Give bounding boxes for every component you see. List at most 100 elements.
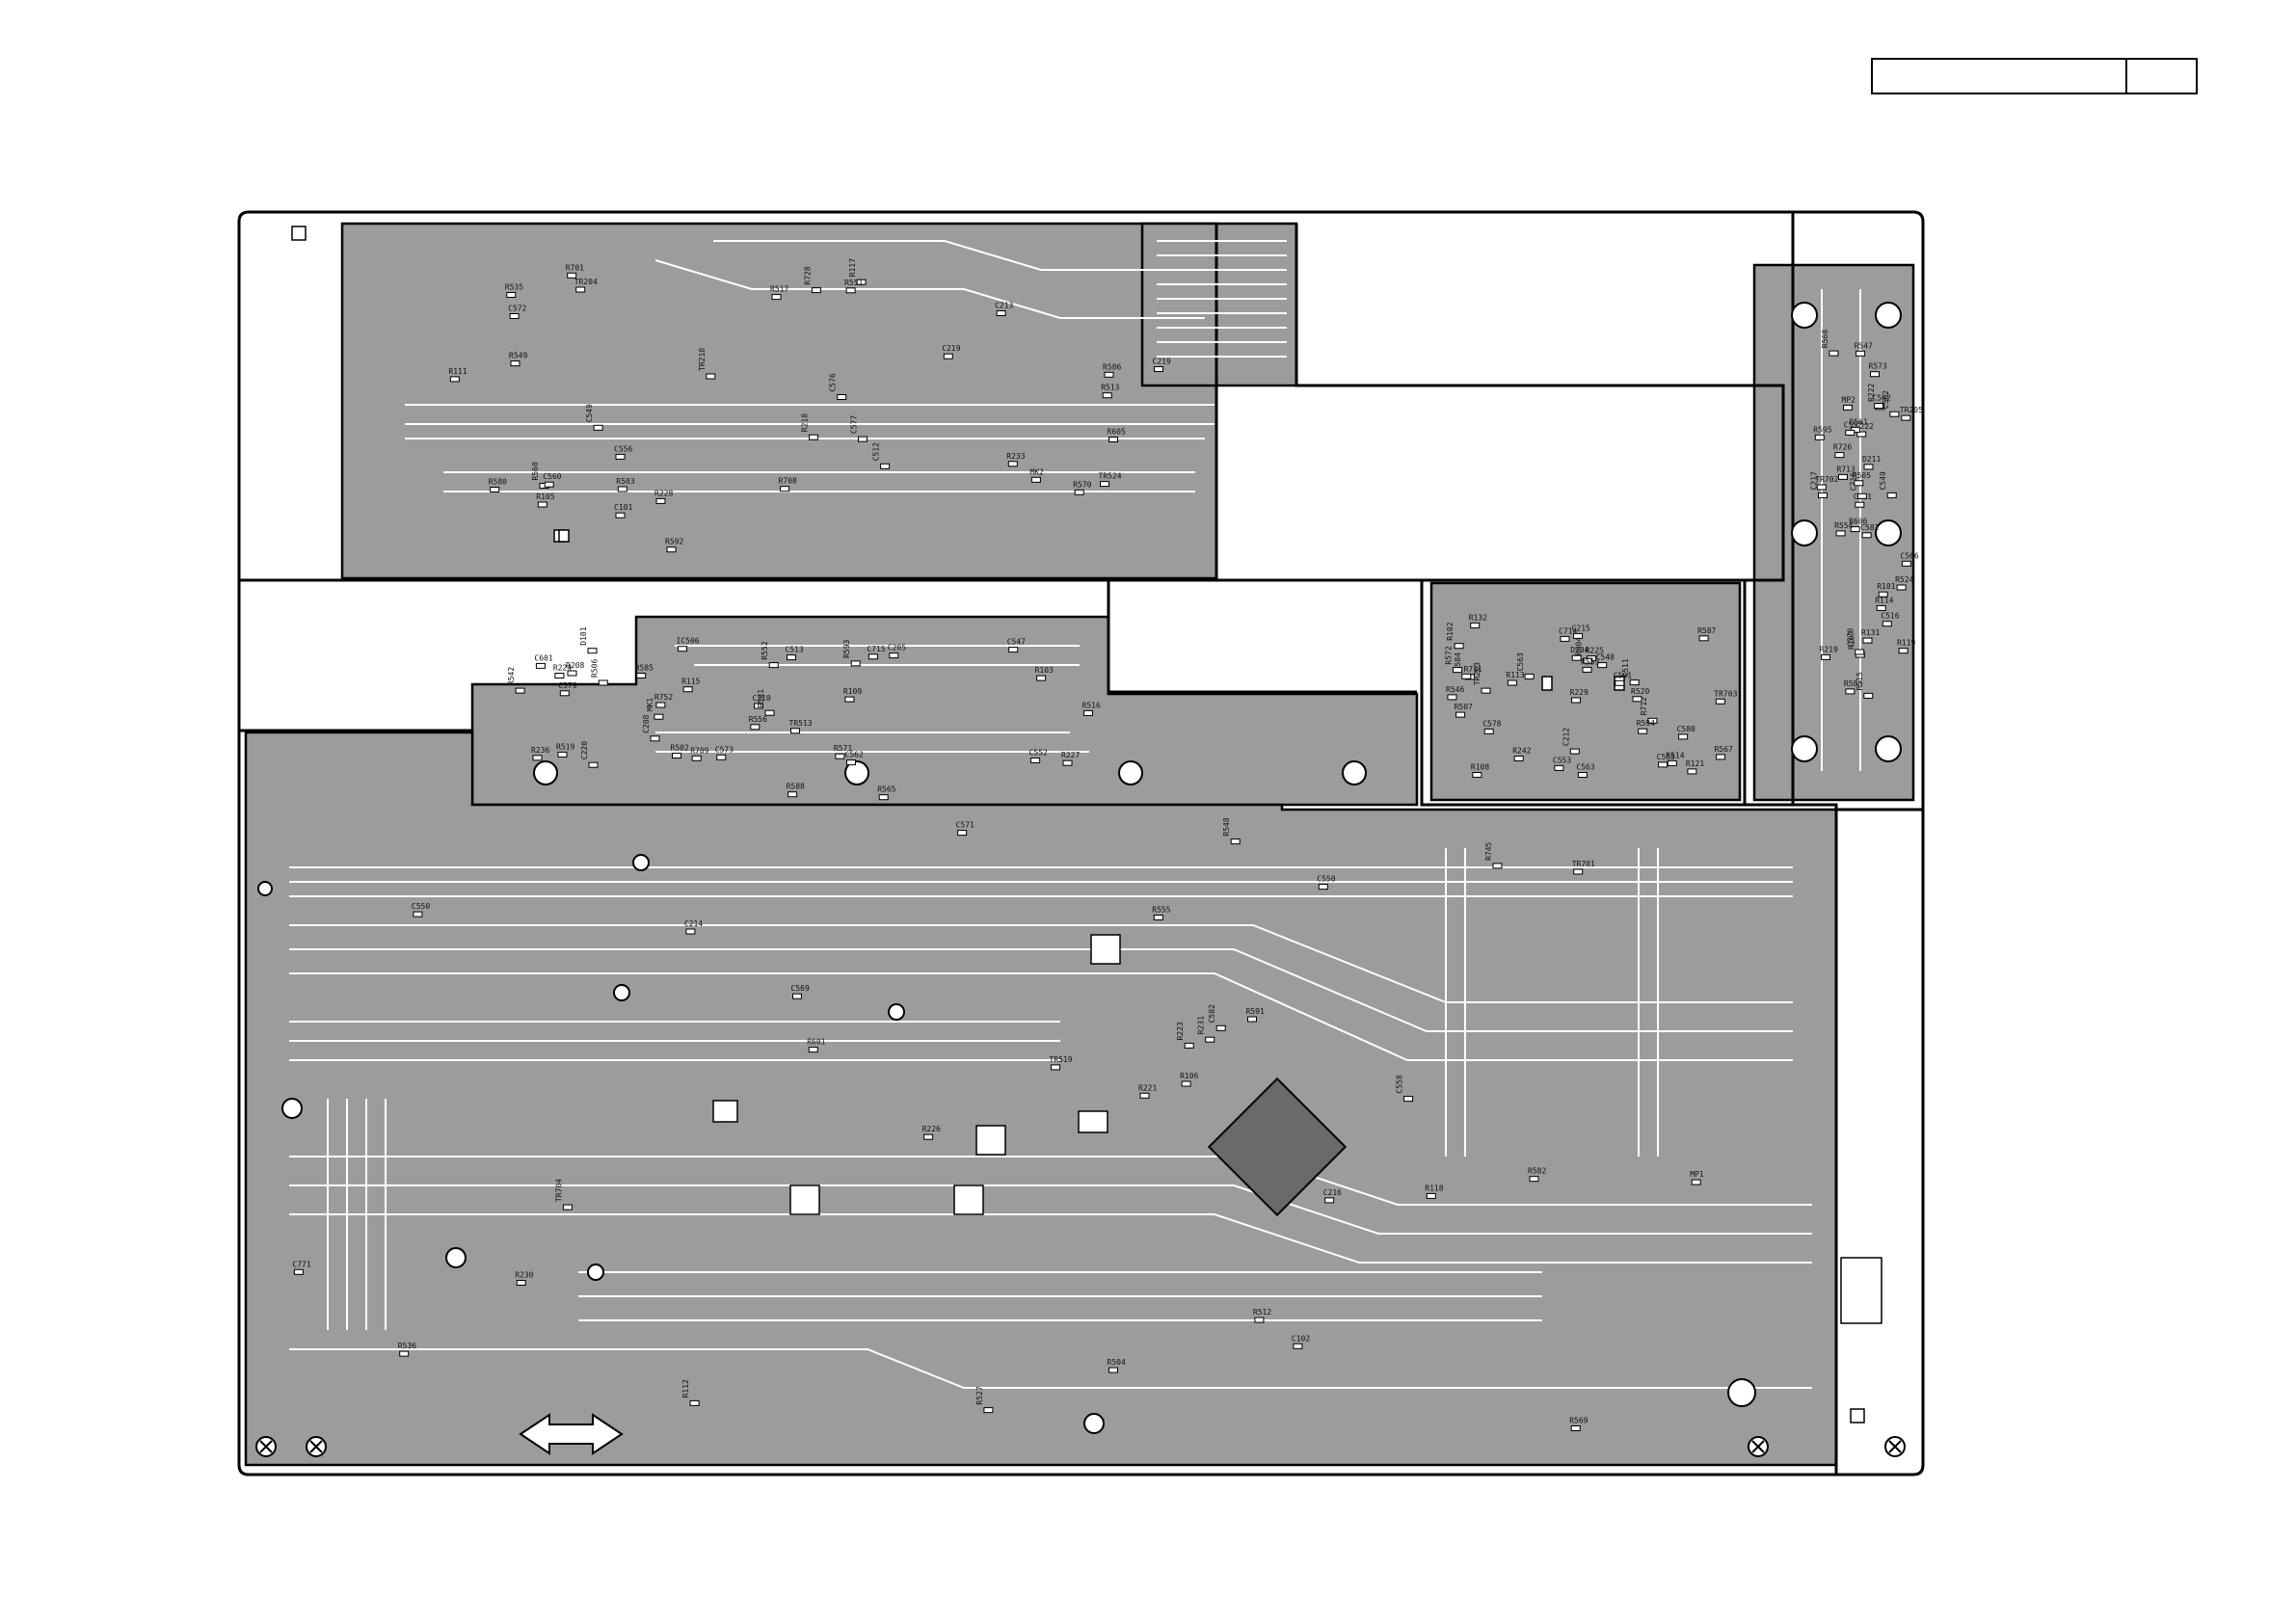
mounting-hole-icon: [1875, 519, 1902, 546]
smd-pad: [1318, 884, 1328, 891]
smd-pad: [1638, 728, 1648, 734]
mounting-hole-icon: [587, 1264, 604, 1281]
smd-pad: [1062, 759, 1073, 766]
component-label: R570: [1073, 480, 1091, 489]
smd-pad: [856, 279, 867, 285]
title-block: [1871, 58, 2198, 94]
smd-pad: [1829, 350, 1839, 357]
smd-pad: [1470, 622, 1481, 628]
smd-pad: [1205, 1036, 1215, 1043]
smd-pad: [768, 662, 779, 669]
smd-pad: [780, 486, 790, 492]
component-label: C549: [585, 404, 594, 422]
smd-pad: [615, 453, 626, 460]
component-label: TR210: [698, 348, 707, 371]
smd-pad: [837, 394, 847, 400]
component-label: R236: [531, 746, 549, 755]
smd-pad: [983, 1407, 994, 1414]
smd-pad: [587, 648, 598, 654]
component-label: C563: [1576, 763, 1594, 772]
smd-pad: [716, 754, 727, 760]
smd-pad: [1153, 915, 1163, 920]
component-label: R546: [1446, 685, 1464, 694]
smd-pad: [1845, 688, 1855, 695]
smd-pad: [1834, 452, 1845, 459]
smd-pad: [1030, 758, 1041, 763]
smd-pad: [1861, 532, 1872, 539]
smd-pad: [1658, 761, 1669, 768]
component-label: R593: [842, 639, 851, 657]
smd-pad: [792, 993, 802, 999]
smd-pad: [1074, 489, 1084, 495]
component-label: R712: [1640, 697, 1648, 715]
component-label: R604: [1575, 637, 1584, 655]
smd-pad: [1104, 371, 1114, 378]
smd-pad: [685, 928, 696, 935]
component-label: R728: [803, 266, 812, 284]
component-label: R713: [1837, 465, 1855, 473]
component-label: R103: [1035, 666, 1054, 675]
component-label: R701: [566, 263, 584, 272]
component-label: C576: [829, 373, 838, 391]
smd-pad: [1083, 709, 1093, 716]
smd-pad: [1560, 635, 1570, 642]
smd-pad: [1838, 473, 1848, 480]
component-label: C216: [1323, 1188, 1342, 1197]
component-label: C205: [888, 644, 906, 652]
component-label: TR524: [1099, 472, 1122, 481]
component-label: R520: [1631, 687, 1649, 696]
smd-pad: [636, 673, 647, 678]
component-label: R230: [515, 1271, 533, 1280]
component-label: R752: [654, 693, 673, 702]
smd-pad: [1855, 501, 1865, 508]
component-label: C550: [1317, 875, 1335, 884]
smd-pad: [1896, 584, 1907, 591]
smd-pad: [1426, 1192, 1436, 1199]
component-label: R108: [1471, 763, 1489, 772]
smd-pad: [1492, 863, 1503, 869]
component-label: R548: [1222, 817, 1231, 836]
section-dividers: [239, 212, 1923, 1475]
smd-pad: [923, 1133, 934, 1140]
smd-pad: [510, 360, 521, 367]
component-label: TR513: [789, 719, 813, 728]
component-label: R117: [848, 258, 857, 277]
smd-pad: [617, 486, 627, 492]
component-label: R119: [1897, 639, 1915, 648]
component-label: TR701: [1572, 860, 1595, 868]
smd-pad: [562, 1204, 573, 1211]
component-label: R111: [448, 367, 467, 376]
ic506-chip: [1207, 1077, 1348, 1217]
mounting-hole-icon: [533, 760, 558, 785]
component-label: TR205: [1900, 406, 1923, 414]
mounting-hole-icon: [1791, 735, 1818, 762]
smd-pad: [655, 702, 666, 708]
component-label: R132: [1469, 613, 1487, 622]
component-label: C771: [292, 1260, 310, 1268]
smd-pad: [1154, 366, 1163, 372]
component-label: R101: [1877, 582, 1895, 591]
smd-pad: [1691, 1179, 1701, 1185]
component-label: R711: [1464, 665, 1482, 674]
component-label: R115: [681, 678, 700, 686]
component-label: R552: [761, 641, 769, 659]
component-label: C563: [1516, 652, 1525, 671]
component-label: R553: [1581, 657, 1599, 666]
smd-pad: [1569, 748, 1580, 755]
component-label: R587: [1697, 626, 1716, 635]
mounting-holes: [257, 302, 1902, 1434]
component-label: R514: [1666, 751, 1684, 759]
main-board-copper: [244, 731, 1838, 1467]
amp-section-copper: [340, 222, 1218, 580]
mounting-hole-icon: [1342, 760, 1367, 785]
component-label: R223: [1176, 1022, 1185, 1040]
component-label: R506: [590, 659, 599, 678]
component-label: R583: [1844, 679, 1862, 688]
smd-pad: [1863, 464, 1874, 470]
component-label: C102: [1292, 1334, 1310, 1343]
component-label: C569: [791, 984, 810, 993]
smd-pad: [1403, 1096, 1414, 1103]
smd-pad: [787, 654, 796, 661]
smd-pad: [1898, 648, 1909, 654]
smd-pad: [1583, 657, 1593, 664]
